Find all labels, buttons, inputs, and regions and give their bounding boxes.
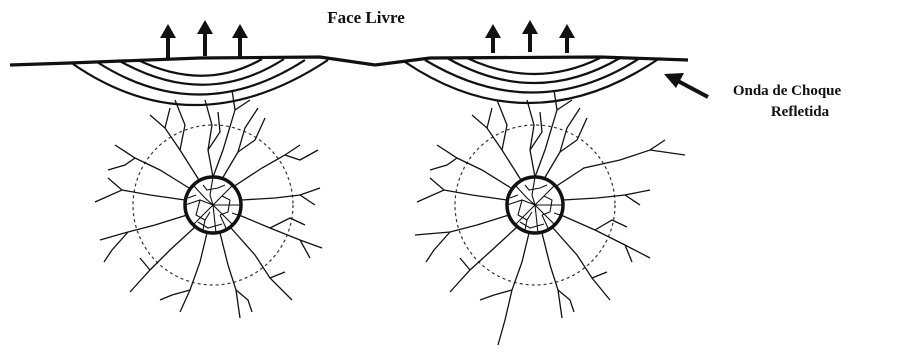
blast-hole-right [405,20,685,345]
onda-de-choque-label: Onda de Choque [733,83,842,99]
blast-hole-left [73,20,328,318]
up-arrow-icon [559,24,575,53]
reflected-wave-arcs-right [405,58,660,103]
reflected-wave-arrow-icon [664,73,708,97]
up-arrow-icon [232,24,248,58]
surface-arrows-left [160,20,248,58]
charge-crushed-zone-left [185,177,241,233]
up-arrow-icon [197,20,213,56]
refletida-label: Refletida [771,104,830,120]
up-arrow-icon [160,24,176,58]
charge-crushed-zone-right [507,177,563,233]
surface-arrows-right [485,20,575,53]
up-arrow-icon [485,24,501,53]
up-arrow-icon [522,20,538,52]
reflected-wave-arcs-left [73,59,328,105]
face-livre-label: Face Livre [327,8,405,27]
